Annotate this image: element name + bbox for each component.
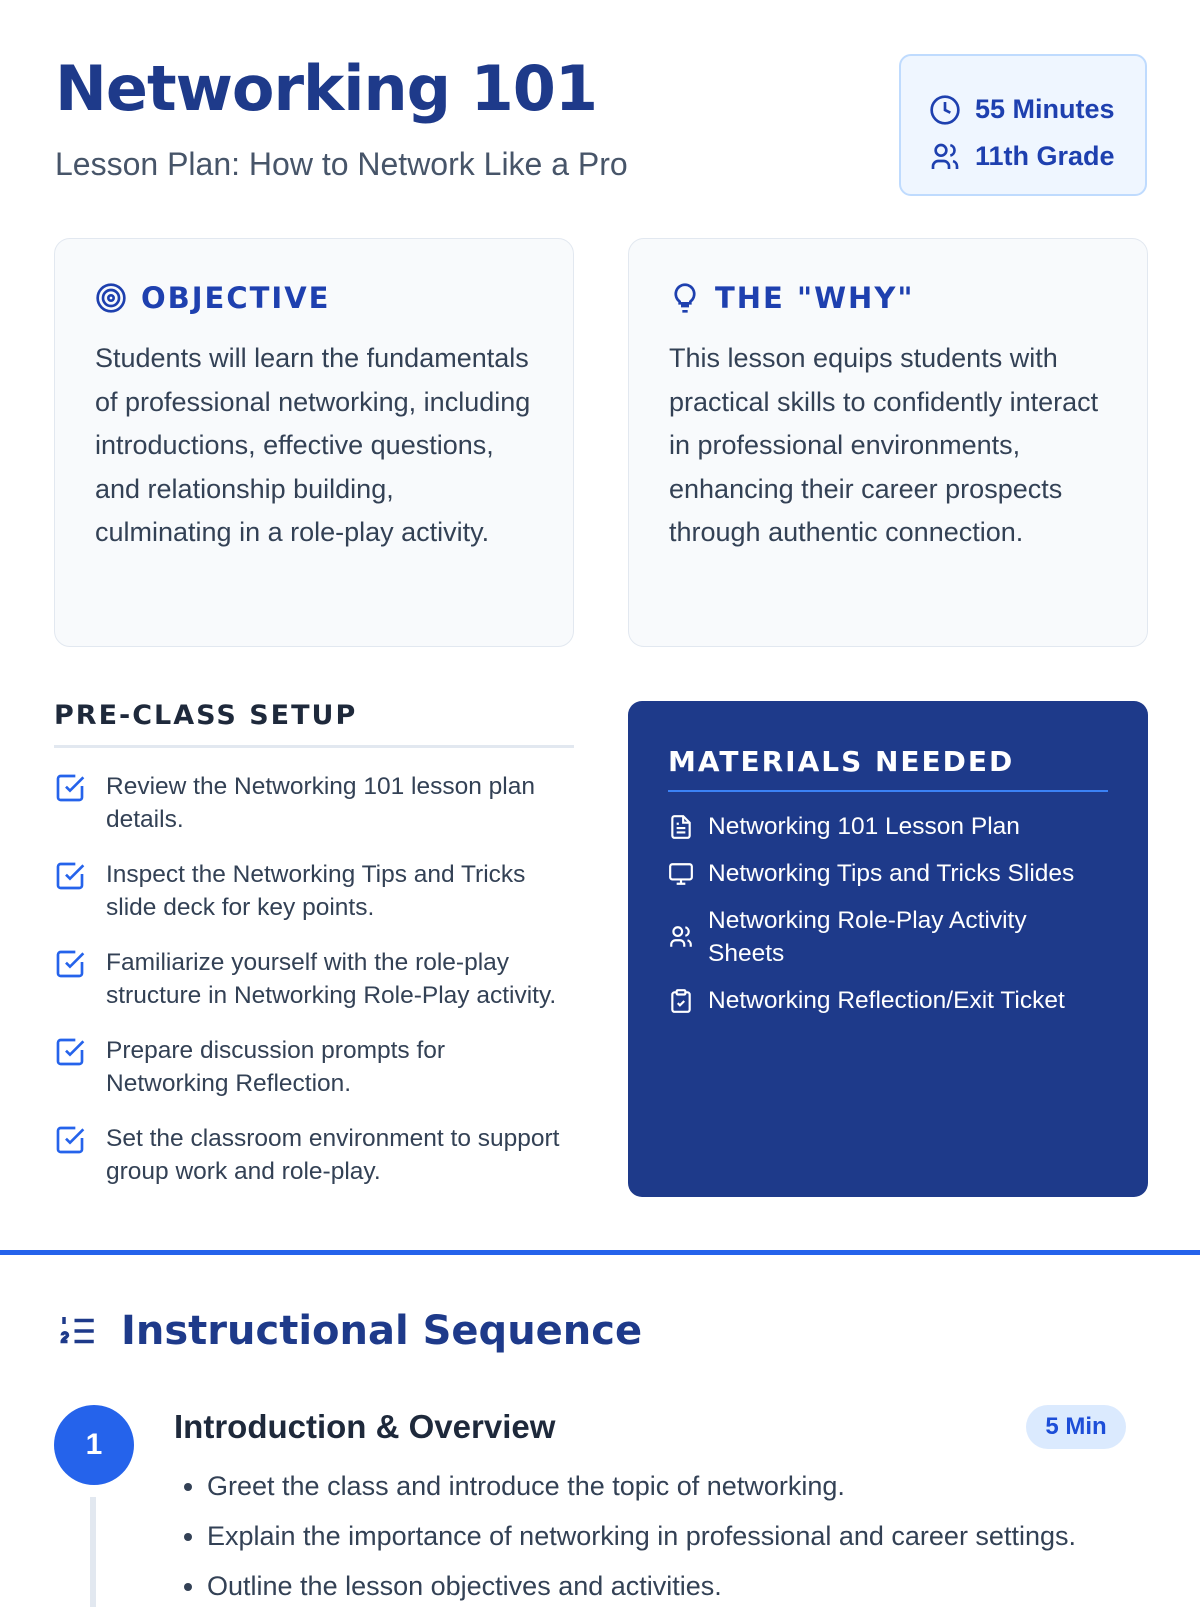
- material-label: Networking Reflection/Exit Ticket: [708, 987, 1065, 1014]
- step-bullet: Greet the class and introduce the topic …: [207, 1466, 1076, 1516]
- material-label: Networking Tips and Tricks Slides: [708, 860, 1075, 887]
- grade: 11th Grade: [975, 141, 1115, 171]
- users-icon: [670, 926, 692, 947]
- sequence-heading: Instructional Sequence: [57, 1308, 642, 1354]
- setup-item: Inspect the Networking Tips and Tricks s…: [54, 858, 574, 924]
- step-bullet: Outline the lesson objectives and activi…: [207, 1566, 1076, 1616]
- checkbox-checked-icon: [56, 1038, 85, 1066]
- checkbox-checked-icon: [56, 1126, 85, 1154]
- materials-heading: MATERIALS NEEDED: [668, 745, 1108, 792]
- why-text: This lesson equips students with practic…: [669, 343, 1099, 547]
- numbered-list-icon: [60, 1317, 94, 1344]
- target-icon: [96, 283, 126, 313]
- setup-item-text: Set the classroom environment to support…: [106, 1125, 560, 1185]
- pre-class-setup: PRE-CLASS SETUP Review the Networking 10…: [54, 700, 574, 1188]
- material-item: Networking Role-Play Activity Sheets: [668, 904, 1108, 970]
- setup-item: Prepare discussion prompts for Networkin…: [54, 1034, 574, 1100]
- page-subtitle: Lesson Plan: How to Network Like a Pro: [55, 146, 628, 182]
- setup-item: Familiarize yourself with the role-play …: [54, 946, 574, 1012]
- material-item: Networking Tips and Tricks Slides: [668, 857, 1108, 890]
- setup-item-text: Inspect the Networking Tips and Tricks s…: [106, 861, 526, 921]
- checkbox-checked-icon: [56, 950, 85, 978]
- step-title: Introduction & Overview: [174, 1408, 556, 1445]
- checkbox-checked-icon: [56, 862, 85, 890]
- setup-item: Review the Networking 101 lesson plan de…: [54, 770, 574, 836]
- step-number: 1: [54, 1405, 134, 1485]
- setup-item-text: Familiarize yourself with the role-play …: [106, 949, 557, 1009]
- sequence-heading-text: Instructional Sequence: [121, 1308, 643, 1354]
- checkbox-checked-icon: [56, 774, 85, 802]
- why-heading: THE "WHY": [715, 281, 915, 315]
- step-duration-badge: 5 Min: [1026, 1405, 1126, 1449]
- material-label: Networking 101 Lesson Plan: [708, 813, 1020, 840]
- setup-item-text: Review the Networking 101 lesson plan de…: [106, 773, 535, 833]
- lightbulb-icon: [674, 283, 696, 313]
- page-title: Networking 101: [55, 52, 598, 125]
- setup-heading: PRE-CLASS SETUP: [54, 700, 574, 748]
- materials-card: MATERIALS NEEDED Networking 101 Lesson P…: [628, 701, 1148, 1197]
- why-card: THE "WHY" This lesson equips students wi…: [628, 238, 1148, 647]
- material-label: Networking Role-Play Activity Sheets: [708, 907, 1027, 967]
- material-item: Networking 101 Lesson Plan: [668, 810, 1108, 843]
- timeline-line: [90, 1497, 96, 1607]
- lesson-meta-box: 55 Minutes 11th Grade: [899, 54, 1147, 196]
- duration: 55 Minutes: [975, 94, 1115, 124]
- objective-card: OBJECTIVE Students will learn the fundam…: [54, 238, 574, 647]
- objective-heading: OBJECTIVE: [141, 281, 331, 315]
- clipboard-check-icon: [671, 988, 691, 1013]
- setup-item-text: Prepare discussion prompts for Networkin…: [106, 1037, 446, 1097]
- step-bullet: Explain the importance of networking in …: [207, 1516, 1076, 1566]
- objective-text: Students will learn the fundamentals of …: [95, 343, 531, 547]
- setup-item: Set the classroom environment to support…: [54, 1122, 574, 1188]
- monitor-icon: [669, 862, 693, 885]
- material-item: Networking Reflection/Exit Ticket: [668, 984, 1108, 1017]
- users-icon: [931, 143, 959, 169]
- document-icon: [671, 814, 691, 839]
- section-divider: [0, 1250, 1200, 1255]
- step-bullets: Greet the class and introduce the topic …: [207, 1466, 1076, 1616]
- clock-icon: [930, 94, 960, 125]
